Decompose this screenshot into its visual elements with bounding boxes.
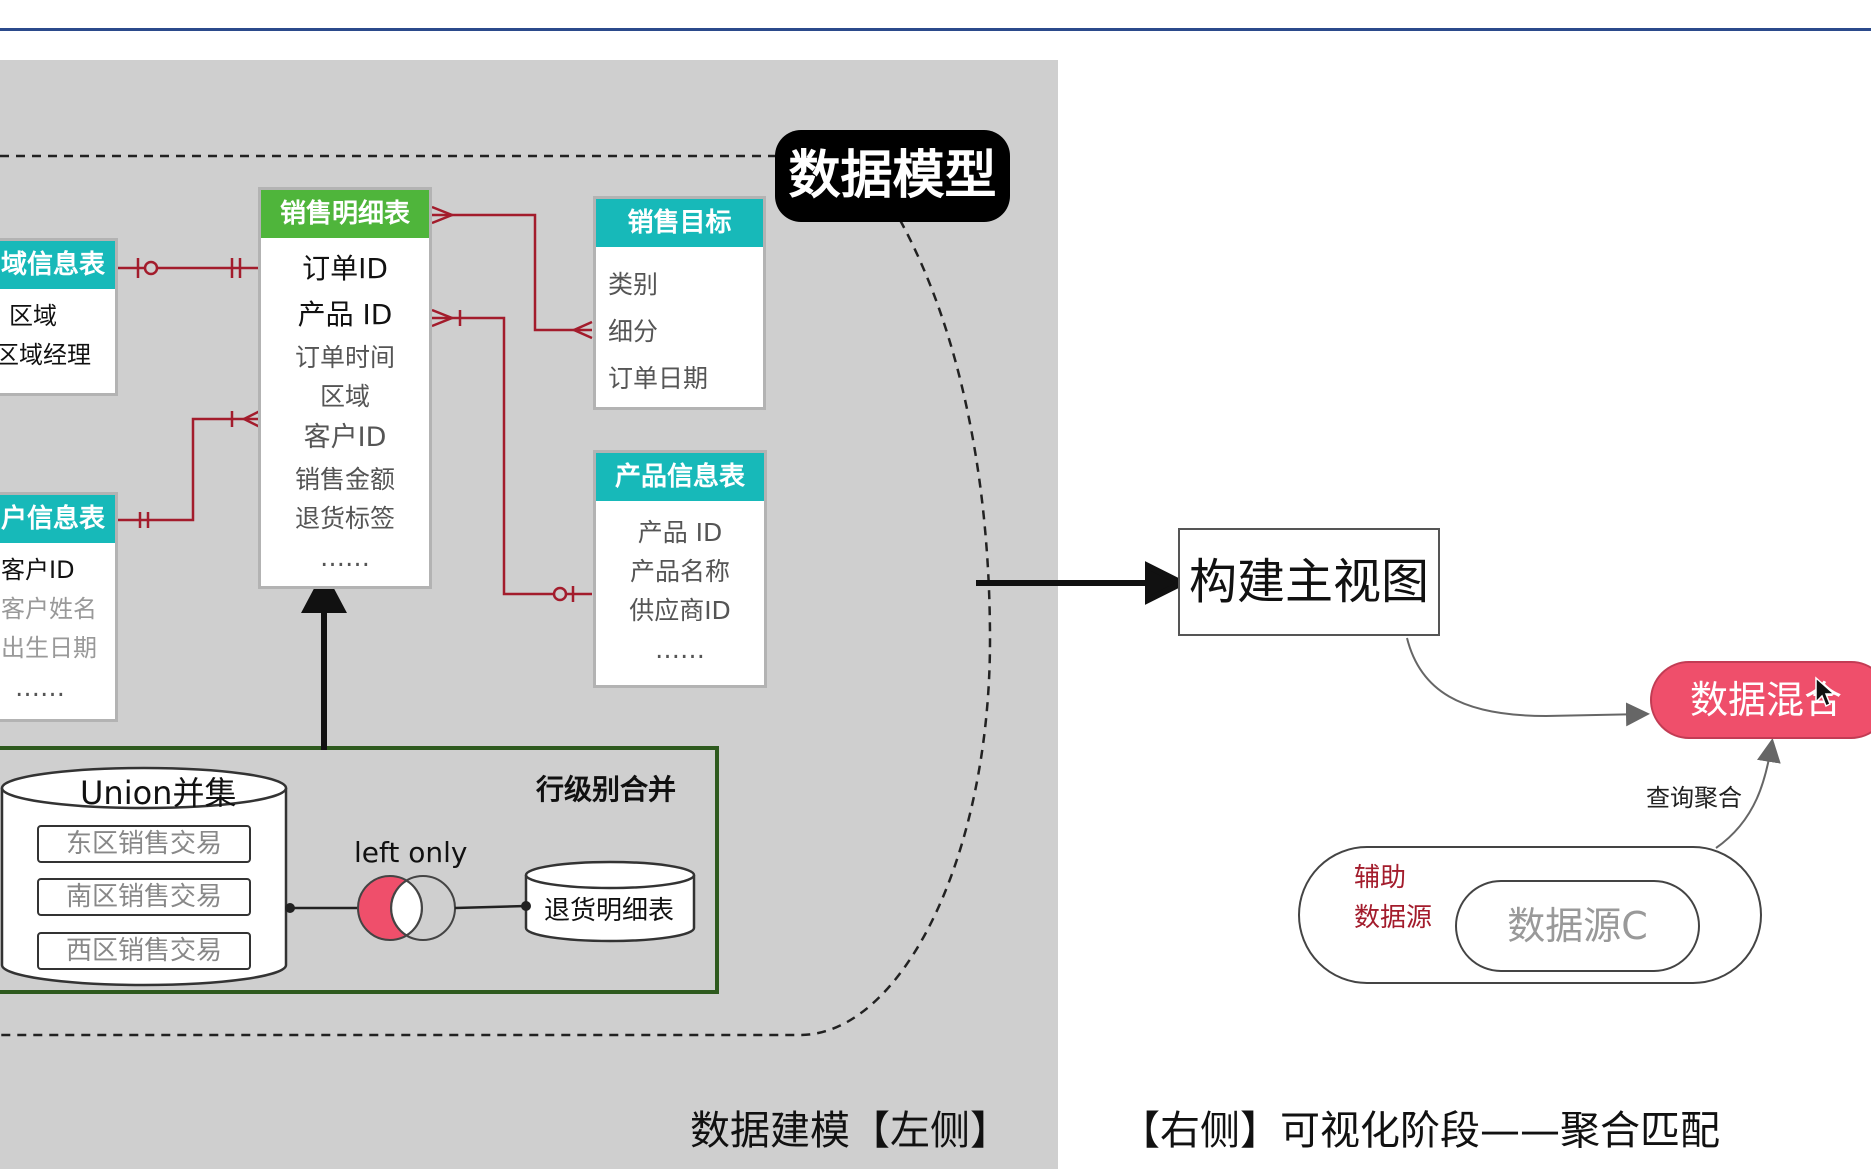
field-birth-date: 出生日期 [1,634,97,662]
field-customer-name: 客户姓名 [1,595,97,623]
union-item-east[interactable]: 东区销售交易 [37,825,251,863]
returns-cylinder [524,875,696,943]
aux-source-label: 辅助 数据源 [1354,858,1432,938]
field-customer-id: 客户ID [1,556,75,584]
table-title: 域信息表 [0,241,115,289]
field-region: 区域 [319,382,370,411]
table-fields: 订单ID 产品 ID 订单时间 区域 客户ID 销售金额 退货标签 …… [261,238,429,577]
field-order-id: 订单ID [302,252,388,285]
join-type-label: left only [354,836,468,869]
table-title: 户信息表 [0,495,115,543]
field-order-time: 订单时间 [294,343,395,372]
field-ellipsis: …… [320,543,370,572]
field-region: 区域 [9,302,57,330]
table-product-info[interactable]: 产品信息表 产品 ID 产品名称 供应商ID …… [593,450,767,688]
field-sales-amount: 销售金额 [294,465,395,494]
table-fields: 客户ID 客户姓名 出生日期 …… [0,543,115,707]
row-merge-title: 行级别合并 [536,773,677,806]
aux-label-line2: 数据源 [1354,903,1433,933]
field-product-name: 产品名称 [629,557,730,586]
table-fields: 产品 ID 产品名称 供应商ID …… [596,501,764,669]
arrow-icon [301,569,347,750]
field-product-id: 产品 ID [637,518,723,547]
union-item-west[interactable]: 西区销售交易 [37,932,251,970]
flow-main-to-blend [1406,637,1650,727]
field-product-id: 产品 ID [297,298,393,331]
table-title: 销售目标 [596,199,763,247]
table-fields: 区域 区域经理 [0,289,115,375]
field-customer-id: 客户ID [303,422,387,453]
relation-customer-sales [118,409,261,528]
field-return-flag: 退货标签 [294,504,395,533]
data-blend-pill[interactable]: 数据混合 [1650,661,1871,739]
field-segment: 细分 [608,317,659,346]
right-caption: 【右侧】可视化阶段——聚合匹配 [1120,1108,1720,1154]
table-title: 产品信息表 [596,453,764,501]
query-aggregate-label: 查询聚合 [1646,784,1742,812]
main-view-box[interactable]: 构建主视图 [1178,528,1440,636]
relation-sales-target [431,205,593,340]
table-fields: 类别 细分 订单日期 [596,247,763,402]
data-source-c[interactable]: 数据源C [1455,880,1700,972]
field-ellipsis: …… [15,673,65,702]
venn-join-icon [285,875,531,941]
returns-table-label[interactable]: 退货明细表 [543,896,674,926]
table-sales-target[interactable]: 销售目标 类别 细分 订单日期 [593,196,766,410]
table-region-info[interactable]: 域信息表 区域 区域经理 [0,238,118,396]
field-category: 类别 [608,270,659,299]
table-customer-info[interactable]: 户信息表 客户ID 客户姓名 出生日期 …… [0,492,118,722]
field-order-date: 订单日期 [608,364,709,393]
arrow-to-main-view [976,561,1189,605]
relation-region-sales [118,258,260,278]
flow-aux-to-blend [1715,738,1781,849]
union-block [0,746,719,994]
union-item-south[interactable]: 南区销售交易 [37,878,251,916]
cursor-icon [1815,676,1836,708]
field-ellipsis: …… [655,635,705,664]
field-region-manager: 区域经理 [0,341,91,369]
table-sales-detail[interactable]: 销售明细表 订单ID 产品 ID 订单时间 区域 客户ID 销售金额 退货标签 … [258,187,432,589]
aux-label-line1: 辅助 [1354,863,1407,893]
top-rule [0,28,1871,31]
left-caption: 数据建模【左侧】 [690,1108,1010,1154]
table-title: 销售明细表 [261,190,429,238]
field-supplier-id: 供应商ID [629,596,731,625]
union-title: Union并集 [80,774,237,812]
model-boundary [0,154,992,1037]
relation-sales-product [431,308,592,602]
data-model-badge: 数据模型 [775,130,1010,222]
